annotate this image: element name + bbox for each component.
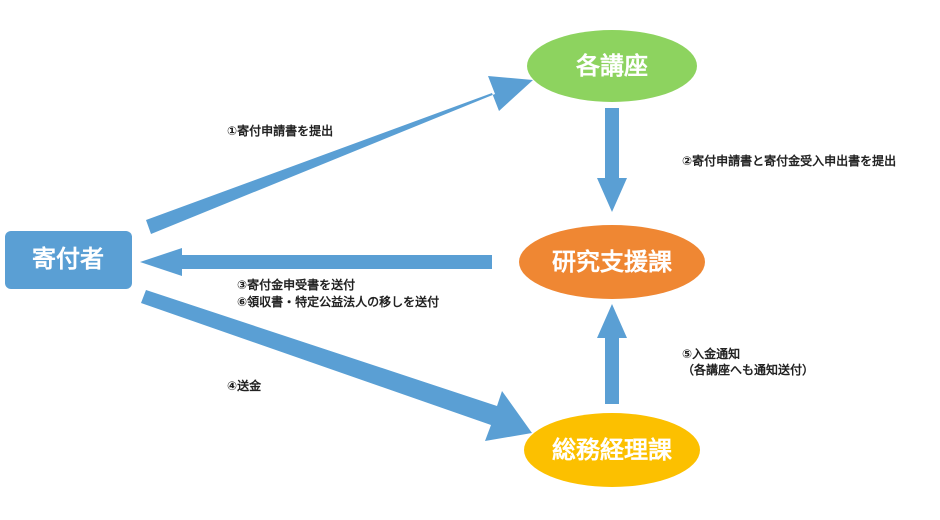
step1-label: ①寄付申請書を提出 — [227, 123, 333, 138]
research-support-label: 研究支援課 — [552, 248, 673, 276]
step4-label: ④送金 — [227, 378, 262, 393]
arrow-donor-to-department — [146, 76, 533, 234]
arrow-general-affairs-to-research-support — [597, 304, 627, 404]
donor-box — [5, 231, 132, 289]
arrow-donor-to-general-affairs — [141, 290, 532, 441]
department-node — [527, 30, 697, 102]
step3-label: ③寄付金申受書を送付 — [237, 277, 355, 292]
step5-label-line1: ⑤入金通知 — [682, 346, 740, 361]
arrow-research-support-to-donor — [140, 248, 492, 276]
arrow-department-to-research-support — [597, 108, 627, 212]
step5-label-line2: （各講座へも通知送付） — [682, 362, 814, 377]
step2-label: ②寄付申請書と寄付金受入申出書を提出 — [682, 153, 896, 168]
general-affairs-label: 総務経理課 — [552, 436, 673, 464]
general-affairs-node — [524, 413, 700, 487]
step6-label: ⑥領収書・特定公益法人の移しを送付 — [237, 294, 439, 309]
research-support-node — [519, 225, 705, 299]
department-label: 各講座 — [575, 52, 648, 80]
donor-label: 寄付者 — [32, 245, 104, 273]
